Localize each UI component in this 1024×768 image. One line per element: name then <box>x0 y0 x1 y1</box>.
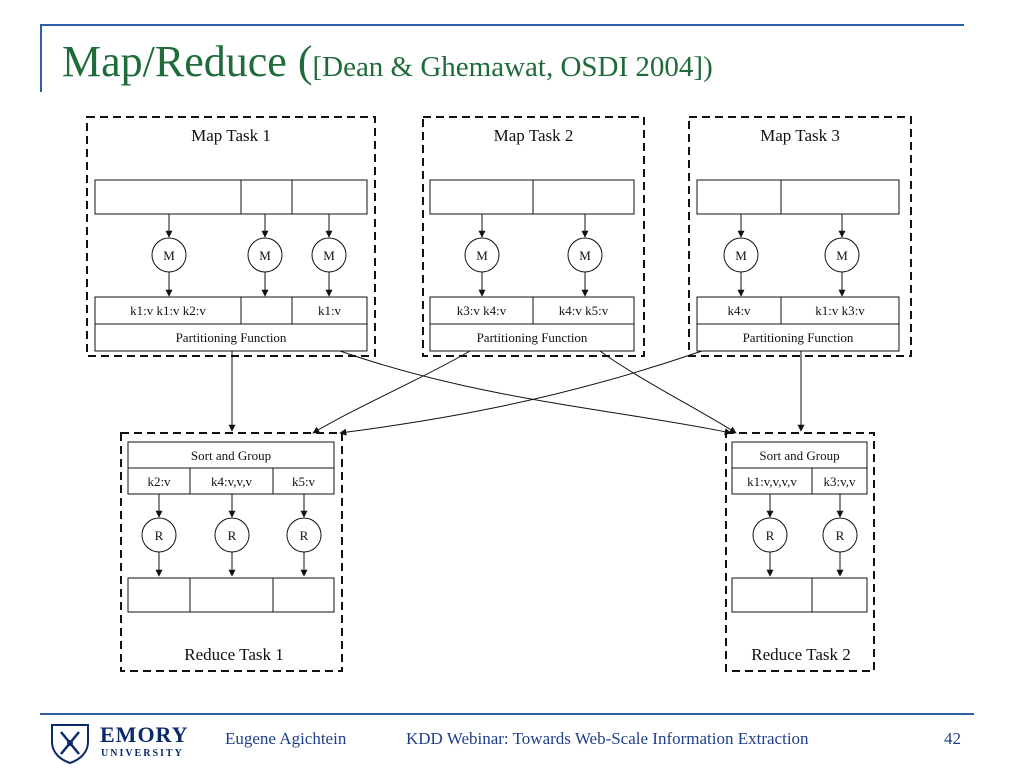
slide-title-main: Map/Reduce ( <box>62 37 313 86</box>
slide-left-rule <box>40 24 42 92</box>
shuffle-arrow <box>339 350 703 436</box>
map-task-box <box>422 116 645 357</box>
partitioning-function-label: Partitioning Function <box>477 330 588 345</box>
reduce-group-label: k3:v,v <box>823 474 856 489</box>
map-task-box <box>86 116 376 357</box>
map-task-title: Map Task 3 <box>760 126 840 145</box>
map-output-label: k1:v <box>318 303 342 318</box>
map-output-label: k4:v <box>727 303 751 318</box>
reduce-output-row <box>127 577 335 613</box>
mapper-node-label: M <box>323 248 335 263</box>
shuffle-arrow <box>339 350 732 436</box>
reduce-input-row <box>127 467 335 495</box>
map-task-box <box>688 116 912 357</box>
page-number: 42 <box>944 729 961 748</box>
partitioning-function-label: Partitioning Function <box>176 330 287 345</box>
mapper-node-label: M <box>836 248 848 263</box>
reducer-node-label: R <box>155 528 164 543</box>
reduce-group-label: k4:v,v,v <box>211 474 252 489</box>
reduce-task-title: Reduce Task 1 <box>184 645 284 664</box>
map-task-title: Map Task 2 <box>494 126 574 145</box>
map-output-label: k1:v k1:v k2:v <box>130 303 206 318</box>
slide-top-rule <box>40 24 964 26</box>
reduce-input-row <box>731 467 868 495</box>
reducer-node-label: R <box>766 528 775 543</box>
map-output-label: k4:v k5:v <box>559 303 609 318</box>
mapper-node-label: M <box>163 248 175 263</box>
sort-and-group-label: Sort and Group <box>191 448 271 463</box>
reduce-task-box <box>120 432 343 672</box>
logo-subtitle: UNIVERSITY <box>101 748 184 759</box>
reduce-group-label: k5:v <box>292 474 316 489</box>
reducer-node-label: R <box>836 528 845 543</box>
emory-shield-icon <box>51 724 89 764</box>
logo-wordmark: EMORY <box>100 722 189 747</box>
slide-title: Map/Reduce ([Dean & Ghemawat, OSDI 2004]… <box>62 36 713 87</box>
mapper-node-label: M <box>735 248 747 263</box>
input-splits-row <box>94 179 368 215</box>
partitioning-function-row <box>696 323 900 352</box>
reducer-node-label: R <box>300 528 309 543</box>
partitioning-function-row <box>94 323 368 352</box>
partitioning-function-label: Partitioning Function <box>743 330 854 345</box>
input-splits-row <box>696 179 900 215</box>
slide-title-citation: [Dean & Ghemawat, OSDI 2004]) <box>312 51 713 83</box>
sort-and-group-label: Sort and Group <box>759 448 839 463</box>
reduce-group-label: k1:v,v,v,v <box>747 474 797 489</box>
map-task-title: Map Task 1 <box>191 126 271 145</box>
footer-rule <box>40 713 974 715</box>
partitioning-function-row <box>429 323 635 352</box>
mapper-node-label: M <box>476 248 488 263</box>
mapper-node-label: M <box>259 248 271 263</box>
footer-author: Eugene Agichtein <box>225 729 347 748</box>
reduce-task-title: Reduce Task 2 <box>751 645 851 664</box>
map-output-label: k3:v k4:v <box>457 303 507 318</box>
input-splits-row <box>429 179 635 215</box>
shuffle-arrow <box>599 350 737 434</box>
footer-event: KDD Webinar: Towards Web-Scale Informati… <box>406 729 809 748</box>
reducer-node-label: R <box>228 528 237 543</box>
shuffle-arrow <box>312 350 471 434</box>
mapper-node-label: M <box>579 248 591 263</box>
reduce-group-label: k2:v <box>147 474 171 489</box>
reduce-output-row <box>731 577 868 613</box>
map-output-label: k1:v k3:v <box>815 303 865 318</box>
reduce-task-box <box>725 432 875 672</box>
